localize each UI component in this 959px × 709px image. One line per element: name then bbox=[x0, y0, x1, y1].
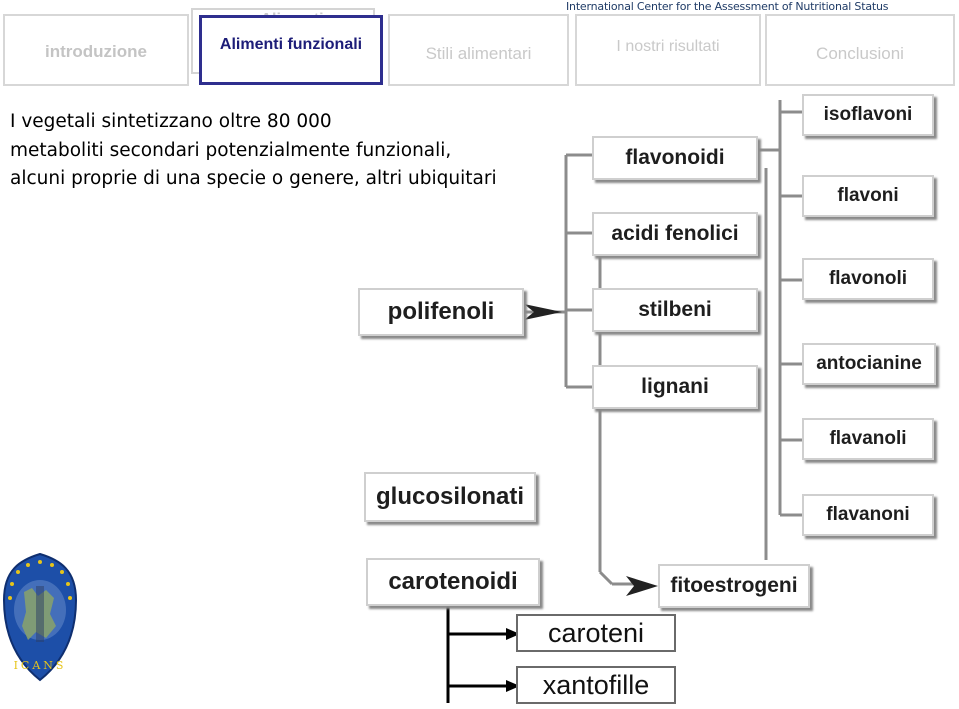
node-flavonoidi: flavonoidi bbox=[592, 136, 758, 180]
node-xantofille: xantofille bbox=[516, 666, 676, 704]
icans-logo-text: ICANS bbox=[14, 659, 67, 672]
node-flavanoni: flavanoni bbox=[802, 494, 934, 536]
node-antocianine: antocianine bbox=[802, 343, 936, 385]
tab-alimenti-funzionali[interactable]: Alimenti funzionali bbox=[199, 15, 383, 85]
arrow-polifenoli-icon bbox=[524, 304, 562, 320]
intro-text: I vegetali sintetizzano oltre 80 000 met… bbox=[10, 111, 497, 189]
tab-introduzione[interactable]: introduzione bbox=[3, 14, 189, 86]
node-glucosilonati: glucosilonati bbox=[364, 472, 536, 522]
arrow-xantofille-icon bbox=[506, 680, 520, 692]
node-polifenoli: polifenoli bbox=[358, 288, 524, 336]
icans-logo: ICANS bbox=[2, 552, 78, 682]
node-acidi-fenolici: acidi fenolici bbox=[592, 212, 758, 256]
arrow-caroteni-icon bbox=[506, 628, 520, 640]
node-flavanoli: flavanoli bbox=[802, 418, 934, 460]
node-isoflavoni: isoflavoni bbox=[802, 94, 934, 136]
header-note: International Center for the Assessment … bbox=[566, 0, 889, 13]
node-fitoestrogeni: fitoestrogeni bbox=[658, 564, 810, 608]
node-flavoni: flavoni bbox=[802, 175, 934, 217]
node-lignani: lignani bbox=[592, 365, 758, 409]
node-caroteni: caroteni bbox=[516, 614, 676, 652]
arrow-fitoestrogeni-icon bbox=[626, 576, 658, 596]
node-flavonoli: flavonoli bbox=[802, 258, 934, 300]
node-carotenoidi: carotenoidi bbox=[366, 558, 540, 606]
node-stilbeni: stilbeni bbox=[592, 288, 758, 332]
tab-nostri-risultati[interactable]: I nostri risultati bbox=[575, 14, 761, 86]
tab-conclusioni[interactable]: Conclusioni bbox=[765, 14, 955, 86]
tab-stili-alimentari[interactable]: Stili alimentari bbox=[388, 14, 569, 86]
